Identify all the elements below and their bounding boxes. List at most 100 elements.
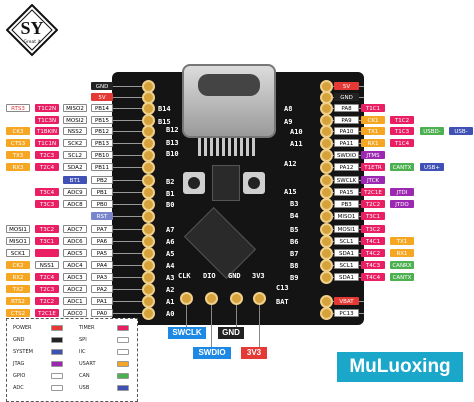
silkscreen-label: A6 <box>166 238 175 246</box>
left-pin-label: PA7 <box>91 225 113 233</box>
left-connector <box>112 241 142 242</box>
left-function-label: MISO2 <box>63 104 87 112</box>
bottom-pad-3 <box>253 292 266 305</box>
left-function-label: T2C3 <box>35 285 59 293</box>
right-function-label: T2C2 <box>361 200 385 208</box>
silkscreen-label: B9 <box>290 274 299 282</box>
silkscreen-label: GND <box>228 272 241 280</box>
left-function-label: BT1 <box>63 176 87 184</box>
right-function-label: SWDIO <box>334 151 359 159</box>
right-function-label: CK1 <box>361 116 385 124</box>
bottom-connector <box>186 305 187 327</box>
right-function-label: T3C1 <box>361 212 385 220</box>
left-function-label: CTS2 <box>6 309 30 317</box>
reset-button[interactable] <box>243 172 265 194</box>
legend-swatch <box>51 325 63 331</box>
silkscreen-label: A12 <box>284 160 297 168</box>
silkscreen-label: B4 <box>290 212 299 220</box>
usb-c-connector <box>182 64 276 138</box>
left-connector <box>112 301 142 302</box>
legend-swatch <box>117 361 129 367</box>
right-function-label: JTMS <box>361 151 385 159</box>
silkscreen-label: B3 <box>290 200 299 208</box>
silkscreen-label: CLK <box>178 272 191 280</box>
right-function-label: T1C3 <box>390 127 414 135</box>
right-function-label: 5V <box>334 82 359 90</box>
left-function-label: SCL2 <box>63 151 87 159</box>
right-function-label: SWCLK <box>334 176 359 184</box>
legend-swatch <box>51 337 63 343</box>
left-function-label: ADC3 <box>63 273 87 281</box>
right-function-label: T4C2 <box>361 249 385 257</box>
legend-swatch <box>51 373 63 379</box>
legend-label: USB <box>79 385 90 391</box>
left-pin-label: PA3 <box>91 273 113 281</box>
right-function-label: PA15 <box>334 188 359 196</box>
right-function-label: PB3 <box>334 200 359 208</box>
left-connector <box>112 108 142 109</box>
right-function-label: TX1 <box>390 237 414 245</box>
right-function-label: CANTX <box>390 163 414 171</box>
silkscreen-label: A9 <box>284 118 293 126</box>
left-function-label: ADC5 <box>63 249 87 257</box>
left-pad-7 <box>142 161 155 174</box>
left-function-label: MOSI1 <box>6 225 30 233</box>
left-pin-label: PA2 <box>91 285 113 293</box>
left-pin-label: PB2 <box>91 176 113 184</box>
boot-button[interactable] <box>183 172 205 194</box>
left-function-label: NSS1 <box>35 261 59 269</box>
right-function-label: T2C1E <box>361 188 385 196</box>
brand-banner: MuLuoxing <box>337 352 463 382</box>
bottom-label-3v3: 3V3 <box>241 347 267 359</box>
left-connector <box>112 313 142 314</box>
right-function-label: CANRX <box>390 261 414 269</box>
right-pad-7 <box>320 161 333 174</box>
legend-label: GND <box>13 337 25 343</box>
left-function-label: ADC1 <box>63 297 87 305</box>
right-function-label: SCL1 <box>334 261 359 269</box>
left-connector <box>112 204 142 205</box>
legend-swatch <box>51 385 63 391</box>
left-function-label: T2C3 <box>35 151 59 159</box>
silkscreen-label: A7 <box>166 226 175 234</box>
right-function-label: JTDI <box>390 188 414 196</box>
header-strip <box>198 138 258 156</box>
left-function-label: T3C4 <box>35 188 59 196</box>
legend-label: IIC <box>79 349 86 355</box>
silkscreen-label: B10 <box>166 150 179 158</box>
right-function-label: PA12 <box>334 163 359 171</box>
right-function-label: TX1 <box>361 127 385 135</box>
right-function-label: PA11 <box>334 139 359 147</box>
left-pin-label: PB0 <box>91 200 113 208</box>
legend-label: SPI <box>79 337 87 343</box>
silkscreen-label: A15 <box>284 188 297 196</box>
right-function-label: VBAT <box>334 297 359 305</box>
logo-letters: SY <box>20 18 44 38</box>
left-connector <box>112 143 142 144</box>
left-function-label: SCK1 <box>6 249 30 257</box>
left-function-label: T2C1E <box>35 309 59 317</box>
right-function-label: PA9 <box>334 116 359 124</box>
right-function-label: GND <box>334 93 359 101</box>
brand-logo: SY Great it <box>5 3 59 62</box>
left-function-label: T3C2 <box>35 225 59 233</box>
silkscreen-label: A5 <box>166 250 175 258</box>
bottom-pad-1 <box>205 292 218 305</box>
left-function-label: T1C1N <box>35 139 59 147</box>
left-connector <box>112 97 142 98</box>
left-function-label: T3C1 <box>35 237 59 245</box>
bottom-connector <box>236 305 237 327</box>
left-pin-label: PB14 <box>91 104 113 112</box>
left-function-label: ADC7 <box>63 225 87 233</box>
right-function-label: T4C1 <box>361 237 385 245</box>
left-connector <box>112 277 142 278</box>
left-pin-label: PB12 <box>91 127 113 135</box>
right-pad-18 <box>320 307 333 320</box>
left-pad-19 <box>142 307 155 320</box>
right-function-label: T1C1 <box>361 104 385 112</box>
left-connector <box>112 86 142 87</box>
left-pad-11 <box>142 210 155 223</box>
left-function-label: CK3 <box>6 127 30 135</box>
bottom-label-swclk: SWCLK <box>168 327 206 339</box>
left-connector <box>112 192 142 193</box>
